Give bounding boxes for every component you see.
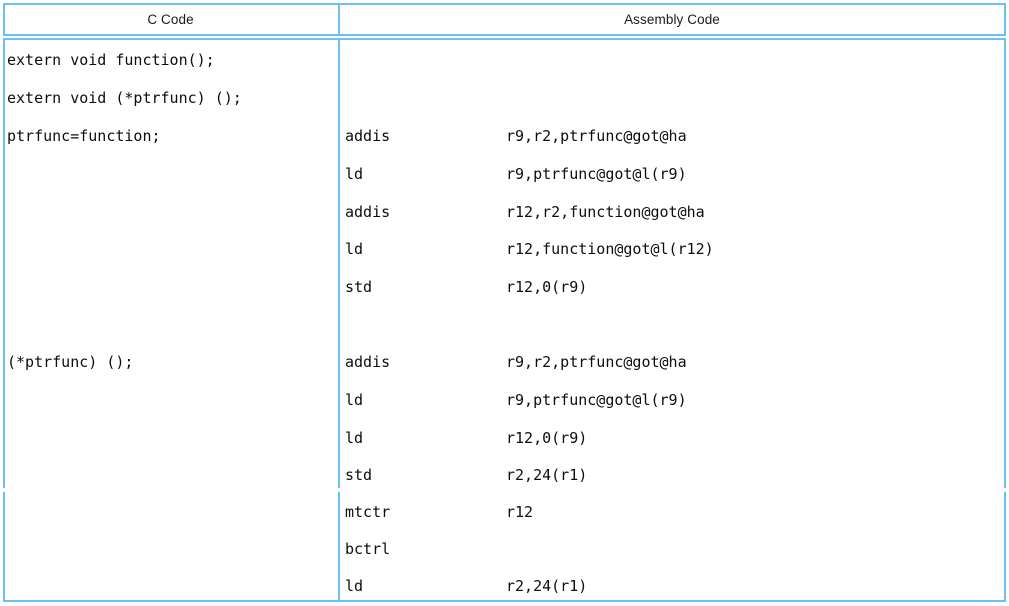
c-code-line: extern void function(); xyxy=(7,51,215,69)
assembly-mnemonic: addis xyxy=(345,353,391,371)
assembly-operands: r12,r2,function@got@ha xyxy=(506,203,705,221)
row1-right-border xyxy=(1004,38,1006,488)
assembly-mnemonic: addis xyxy=(345,203,391,221)
assembly-operands: r12 xyxy=(506,503,534,521)
c-code-line: (*ptrfunc) (); xyxy=(7,353,134,371)
assembly-mnemonic: ld xyxy=(345,577,364,595)
c-code-line: extern void (*ptrfunc) (); xyxy=(7,89,242,107)
table-header-row: C Code Assembly Code xyxy=(3,3,1006,35)
header-right-border xyxy=(1004,3,1006,34)
column-header-assembly-code: Assembly Code xyxy=(624,11,720,27)
assembly-mnemonic: ld xyxy=(345,240,364,258)
assembly-mnemonic: bctrl xyxy=(345,540,391,558)
assembly-operands: r2,24(r1) xyxy=(506,466,588,484)
column-header-c-code: C Code xyxy=(147,11,194,27)
assembly-mnemonic: addis xyxy=(345,127,391,145)
assembly-mnemonic: ld xyxy=(345,391,364,409)
table-body: extern void function(); extern void (*ptr… xyxy=(3,39,1006,602)
row2-right-border xyxy=(1004,492,1006,600)
assembly-operands: r9,r2,ptrfunc@got@ha xyxy=(506,353,687,371)
assembly-mnemonic: mtctr xyxy=(345,503,391,521)
assembly-operands: r12,function@got@l(r12) xyxy=(506,240,714,258)
table-bottom-border xyxy=(3,600,1006,602)
header-left-border xyxy=(3,3,5,34)
row2-column-divider xyxy=(338,492,340,600)
assembly-code-cell: addis r9,r2,ptrfunc@got@ha ld r9,ptrfunc@go… xyxy=(340,39,1006,602)
c-to-assembly-comparison-table: C Code Assembly Code extern void functio… xyxy=(3,3,1006,602)
body-top-border xyxy=(3,38,1006,40)
assembly-mnemonic: std xyxy=(345,466,373,484)
assembly-operands: r9,r2,ptrfunc@got@ha xyxy=(506,127,687,145)
assembly-mnemonic: ld xyxy=(345,165,364,183)
row1-column-divider xyxy=(338,38,340,488)
header-column-divider xyxy=(338,3,340,34)
assembly-operands: r9,ptrfunc@got@l(r9) xyxy=(506,391,687,409)
table-top-border xyxy=(3,3,1006,5)
assembly-operands: r12,0(r9) xyxy=(506,429,588,447)
assembly-mnemonic: ld xyxy=(345,429,364,447)
row1-left-border xyxy=(3,38,5,488)
c-code-line: ptrfunc=function; xyxy=(7,127,161,145)
c-code-cell: extern void function(); extern void (*ptr… xyxy=(3,39,338,602)
row2-left-border xyxy=(3,492,5,600)
header-bottom-border xyxy=(3,34,1006,36)
assembly-operands: r12,0(r9) xyxy=(506,278,588,296)
assembly-operands: r2,24(r1) xyxy=(506,577,588,595)
assembly-operands: r9,ptrfunc@got@l(r9) xyxy=(506,165,687,183)
assembly-mnemonic: std xyxy=(345,278,373,296)
